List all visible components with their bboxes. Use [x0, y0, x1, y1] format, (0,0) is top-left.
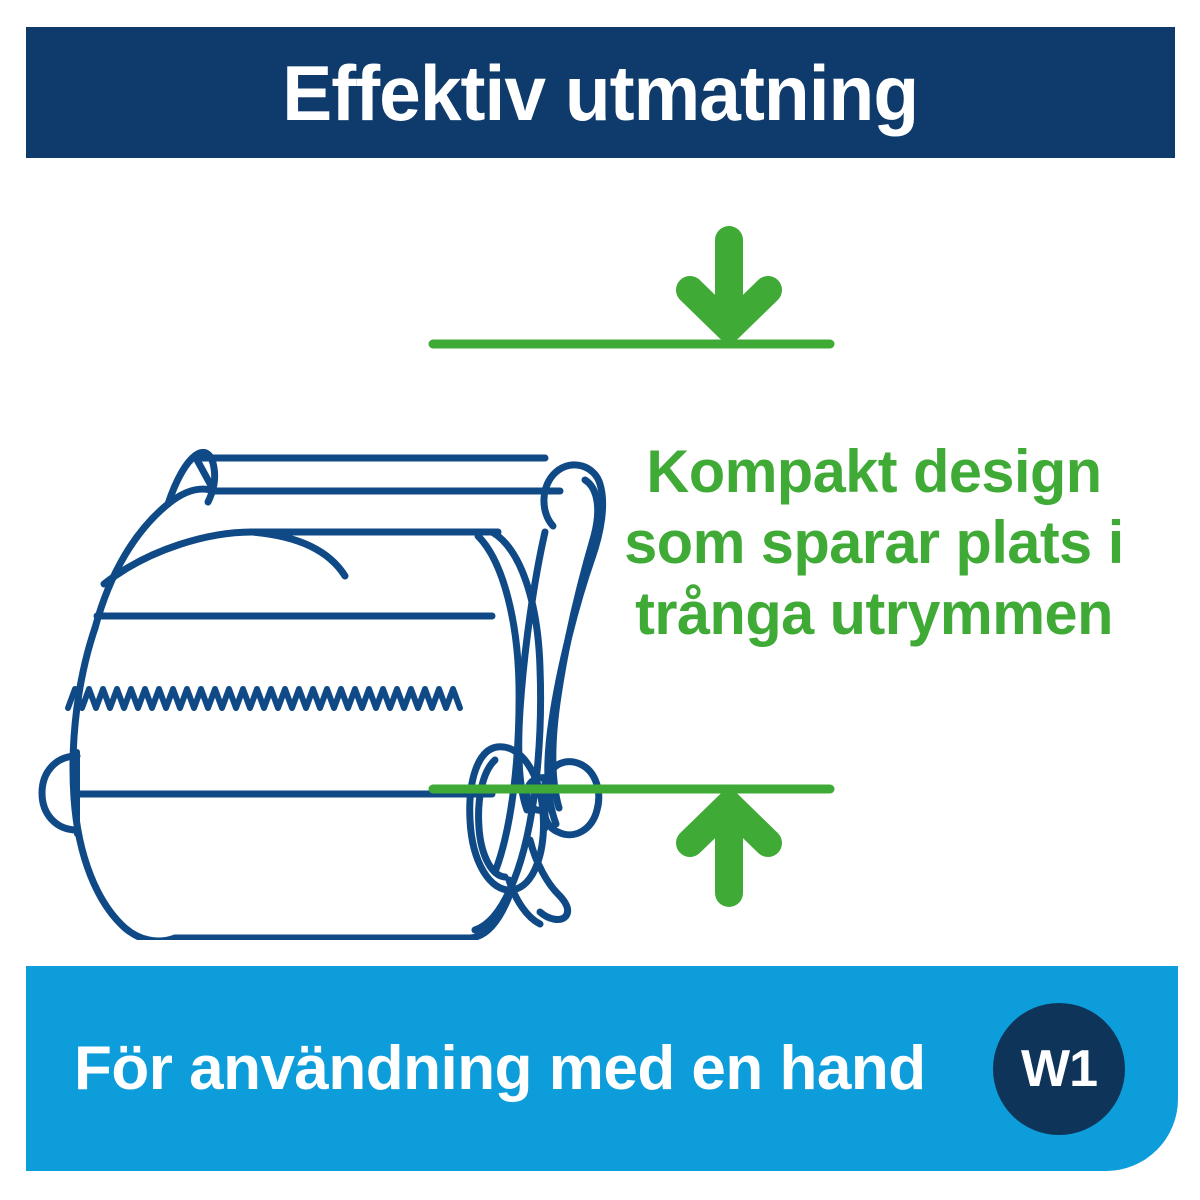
arrow-up-icon — [676, 791, 782, 907]
footer-band: För användning med en hand W1 — [26, 966, 1178, 1171]
arrow-down-icon — [676, 226, 782, 342]
status-badge-label: W1 — [1021, 1039, 1098, 1098]
callout-line-1: Kompakt design — [646, 438, 1102, 505]
callout-line-3: trånga utrymmen — [635, 579, 1113, 647]
dispenser-illustration — [0, 180, 1200, 940]
callout-line-2: som sparar plats i — [624, 508, 1124, 576]
status-badge: W1 — [993, 1002, 1125, 1135]
header-band: Effektiv utmatning — [26, 27, 1175, 158]
page-title: Effektiv utmatning — [282, 48, 920, 137]
dispenser-body-outline — [38, 449, 607, 940]
feature-callout: Kompakt design som sparar plats i trånga… — [604, 437, 1144, 649]
footer-label: För användning med en hand — [74, 1033, 926, 1103]
